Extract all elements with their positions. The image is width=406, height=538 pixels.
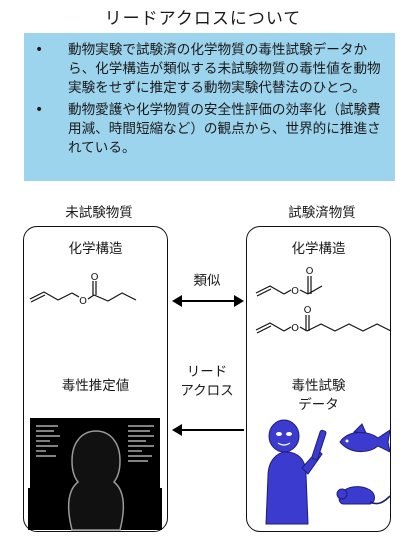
tested-structure-icon-2: O O (255, 305, 392, 334)
similarity-double-arrow (172, 295, 244, 307)
tested-heading: 試験済物質 (288, 205, 356, 221)
svg-text:O: O (79, 296, 87, 307)
scientist-animals-icon (265, 419, 391, 525)
tested-structure-icon-1: O O (255, 266, 323, 297)
untested-structure-label: 化学構造 (68, 241, 123, 257)
svg-text:O: O (306, 266, 314, 277)
tested-panel (246, 226, 391, 532)
similar-label: 類似 (193, 273, 221, 289)
svg-text:O: O (304, 305, 312, 316)
untested-value-label: 毒性推定値 (61, 378, 130, 394)
tested-structure-label: 化学構造 (291, 241, 346, 257)
summary-item: • 動物愛護や化学物質の安全性評価の効率化（試験費用減、時間短縮など）の観点から… (32, 101, 383, 158)
readacross-arrow (172, 424, 244, 436)
tested-data-label-line1: 毒性試験 (291, 378, 346, 394)
bullet-marker: • (35, 42, 44, 58)
untested-panel (23, 226, 168, 532)
summary-item-text: 動物愛護や化学物質の安全性評価の効率化（試験費用減、時間短縮など）の観点から、世… (68, 102, 381, 156)
summary-item: • 動物実験で試験済の化学物質の毒性試験データから、化学構造が類似する未試験物質… (32, 41, 383, 98)
diagram-title: リードアクロスについて (104, 9, 302, 29)
summary-box: • 動物実験で試験済の化学物質の毒性試験データから、化学構造が類似する未試験物質… (24, 33, 395, 181)
svg-text:O: O (91, 272, 99, 283)
summary-item-text: 動物実験で試験済の化学物質の毒性試験データから、化学構造が類似する未試験物質の毒… (68, 42, 381, 96)
svg-text:O: O (291, 323, 299, 334)
bullet-marker: • (35, 102, 44, 118)
untested-structure-icon: O O (29, 272, 137, 307)
computer-user-icon (28, 418, 162, 531)
untested-heading: 未試験物質 (65, 205, 133, 221)
tested-data-label-line2: データ (298, 397, 339, 413)
svg-text:O: O (291, 286, 299, 297)
readacross-label-line1: リード (186, 364, 228, 380)
readacross-label-line2: アクロス (180, 383, 234, 399)
